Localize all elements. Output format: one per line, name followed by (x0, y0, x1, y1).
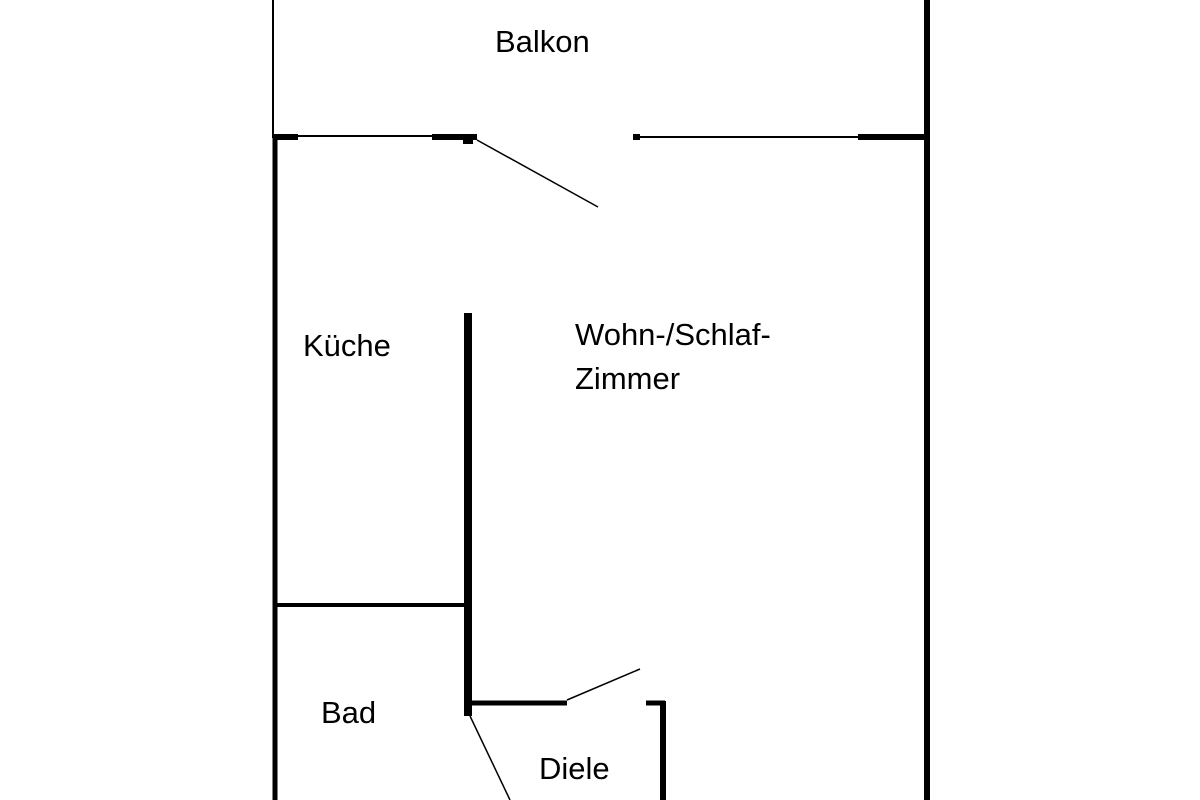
label-balcony: Balkon (495, 24, 590, 59)
label-living-line-1: Wohn-/Schlaf- (575, 317, 771, 352)
label-bathroom: Bad (321, 695, 376, 730)
balcony-wall (273, 134, 927, 208)
door-jamb-marker (463, 138, 473, 144)
interior-walls (275, 313, 666, 800)
label-hallway: Diele (539, 751, 610, 786)
bath-door-leaf (469, 715, 511, 800)
door-jamb-right (633, 134, 640, 140)
label-living-line-2: Zimmer (575, 361, 680, 396)
balcony-door-leaf (476, 139, 599, 208)
living-door-leaf (566, 668, 641, 701)
outer-walls (272, 0, 930, 800)
label-kitchen: Küche (303, 328, 391, 363)
